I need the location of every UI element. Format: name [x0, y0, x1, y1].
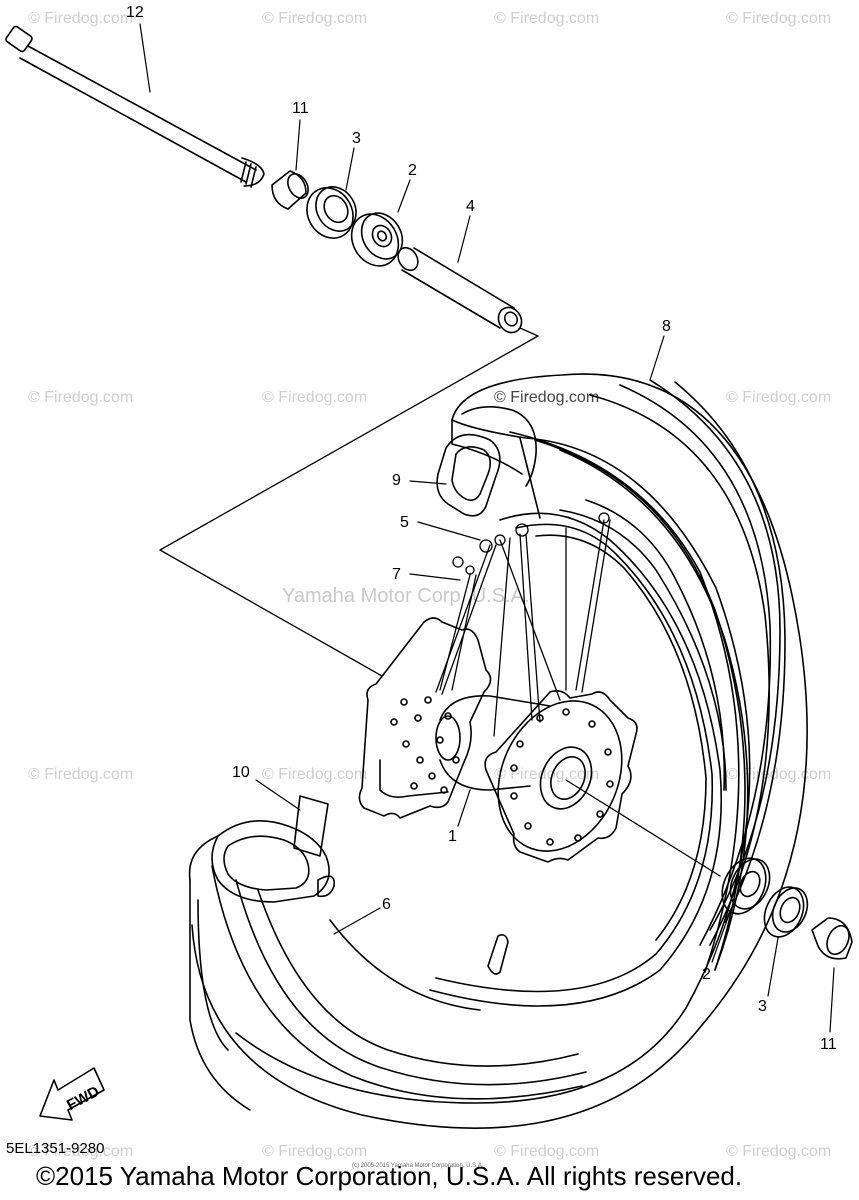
callout-tube-bottom: 6	[382, 896, 391, 913]
watermark: © Firedog.com	[28, 1143, 134, 1160]
tube-part	[436, 406, 537, 517]
valve-part	[487, 934, 509, 975]
watermark: © Firedog.com	[262, 1143, 368, 1160]
leader-lines	[139, 23, 835, 1033]
spacer-part	[397, 246, 523, 334]
spokes-part	[435, 512, 611, 737]
tiny-copyright-note: (c) 2005-2015 Yamaha Motor Corporation, …	[352, 1163, 484, 1169]
callout-collar-bottom: 11	[820, 1036, 837, 1053]
callout-axle: 12	[126, 4, 144, 21]
watermark: © Firedog.com	[494, 1143, 600, 1160]
center-watermark: Yamaha Motor Corp. U.S.A.	[282, 585, 530, 607]
watermark: © Firedog.com	[494, 389, 600, 406]
callout-bearing-bottom: 2	[702, 966, 711, 983]
bearing-part-top	[350, 212, 404, 267]
hub-right-flange	[484, 690, 638, 863]
callout-bearing-top: 2	[408, 162, 417, 179]
callout-hub: 1	[448, 828, 457, 845]
axle-part	[5, 25, 265, 188]
callout-tube: 9	[392, 472, 401, 489]
assembly-line	[159, 327, 539, 677]
copyright-notice: ©2015 Yamaha Motor Corporation, U.S.A. A…	[36, 1161, 743, 1191]
watermark: © Firedog.com	[494, 10, 600, 27]
seal-part-top	[306, 186, 357, 239]
hub-left-flange	[358, 617, 492, 819]
forward-arrow-icon	[39, 1067, 105, 1121]
hub-body	[435, 695, 551, 791]
watermark: © Firedog.com	[262, 766, 368, 783]
callout-seal-bottom: 3	[758, 998, 767, 1015]
callout-tire: 8	[662, 318, 671, 335]
axle-center-line	[565, 779, 721, 877]
watermark: © Firedog.com	[28, 766, 134, 783]
watermark: © Firedog.com	[28, 10, 134, 27]
callout-rim-band: 10	[232, 764, 250, 781]
watermark: © Firedog.com	[726, 10, 832, 27]
watermark: © Firedog.com	[28, 389, 134, 406]
watermark: © Firedog.com	[726, 389, 832, 406]
seal-part-bottom	[763, 886, 809, 938]
rim-part	[211, 499, 727, 1100]
callout-spoke: 7	[392, 566, 401, 583]
callout-seal-top: 3	[352, 130, 361, 147]
bearing-part-bottom	[721, 857, 771, 915]
collar-part-bottom	[811, 917, 853, 960]
callout-spacer: 4	[466, 198, 475, 215]
callout-collar-top: 11	[292, 100, 309, 117]
tire-part	[191, 373, 808, 1129]
watermark: © Firedog.com	[262, 389, 368, 406]
rim-band-part	[188, 795, 335, 1111]
collar-part-top	[271, 170, 309, 210]
callout-nipple: 5	[400, 514, 409, 531]
watermark: © Firedog.com	[726, 1143, 832, 1160]
watermark: © Firedog.com	[262, 10, 368, 27]
watermark: © Firedog.com	[494, 766, 600, 783]
diagram-code: 5EL1351-9280	[6, 1140, 105, 1157]
